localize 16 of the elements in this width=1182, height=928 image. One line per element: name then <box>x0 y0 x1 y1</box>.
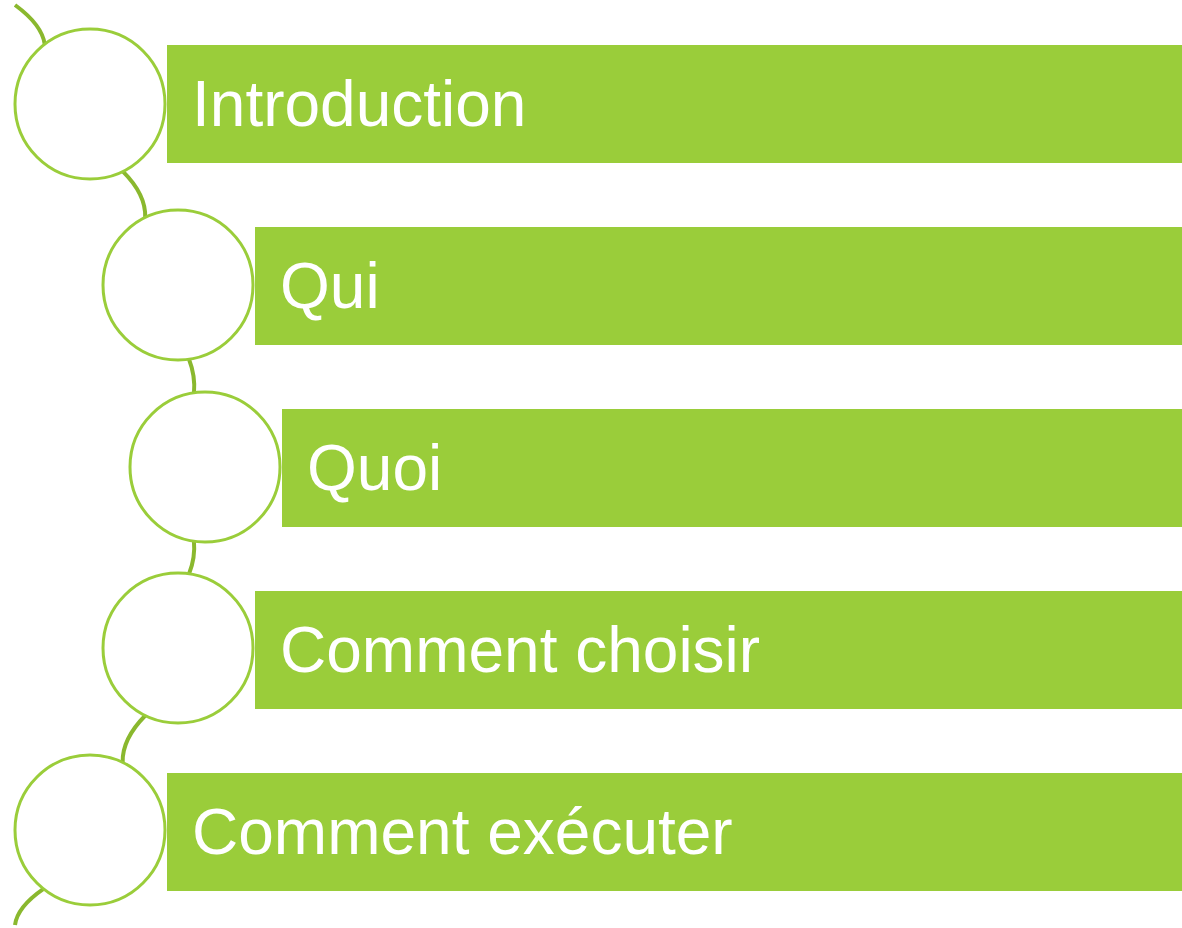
circle-marker <box>13 27 167 181</box>
curved-connector <box>13 3 47 45</box>
list-bar: Quoi <box>282 409 1182 527</box>
list-bar: Comment choisir <box>255 591 1182 709</box>
circle-marker <box>128 390 282 544</box>
list-bar: Introduction <box>167 45 1182 163</box>
curved-connector <box>120 714 147 763</box>
circle-marker <box>101 571 255 725</box>
curved-connector <box>187 358 197 393</box>
list-bar: Qui <box>255 227 1182 345</box>
curved-connector <box>187 541 197 575</box>
curved-connector <box>121 170 148 218</box>
curved-connector <box>13 887 45 926</box>
list-bar: Comment exécuter <box>167 773 1182 891</box>
circle-marker <box>101 208 255 362</box>
circle-marker <box>13 753 167 907</box>
